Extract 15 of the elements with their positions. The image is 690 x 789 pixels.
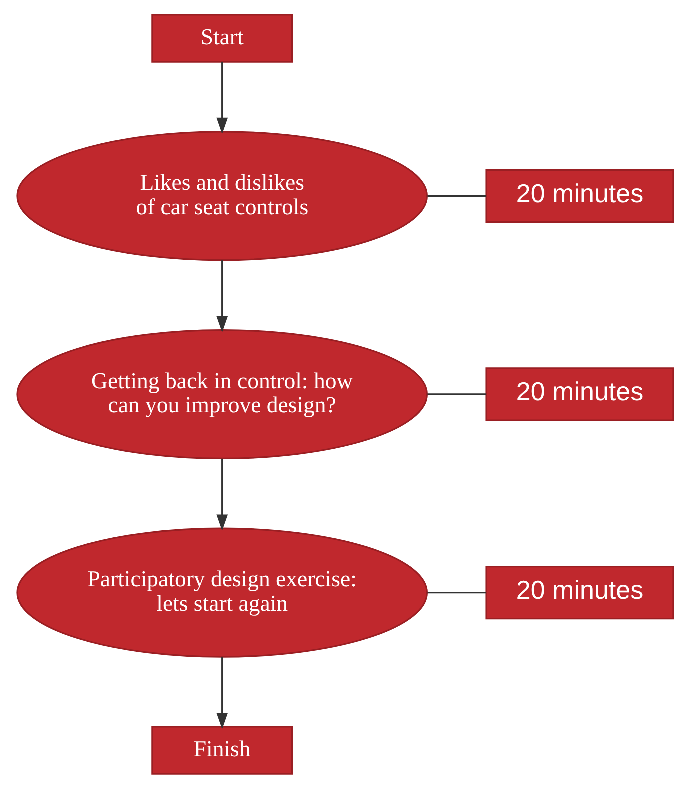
- arrow: [216, 62, 228, 134]
- connector: [427, 394, 486, 396]
- connector: [427, 195, 486, 197]
- node-box: Finish: [151, 726, 293, 775]
- arrow: [216, 458, 228, 531]
- node-box: 20 minutes: [485, 368, 674, 422]
- node-ellipse: Participatory design exercise: lets start again: [16, 528, 428, 658]
- connector: [427, 592, 486, 594]
- node-ellipse: Likes and dislikes of car seat controls: [16, 131, 428, 262]
- node-box: Start: [151, 14, 293, 63]
- arrow: [216, 260, 228, 333]
- arrow: [216, 657, 228, 730]
- node-box: 20 minutes: [485, 566, 674, 620]
- node-box: 20 minutes: [485, 169, 674, 223]
- node-ellipse: Getting back in control: how can you improve design?: [16, 329, 428, 460]
